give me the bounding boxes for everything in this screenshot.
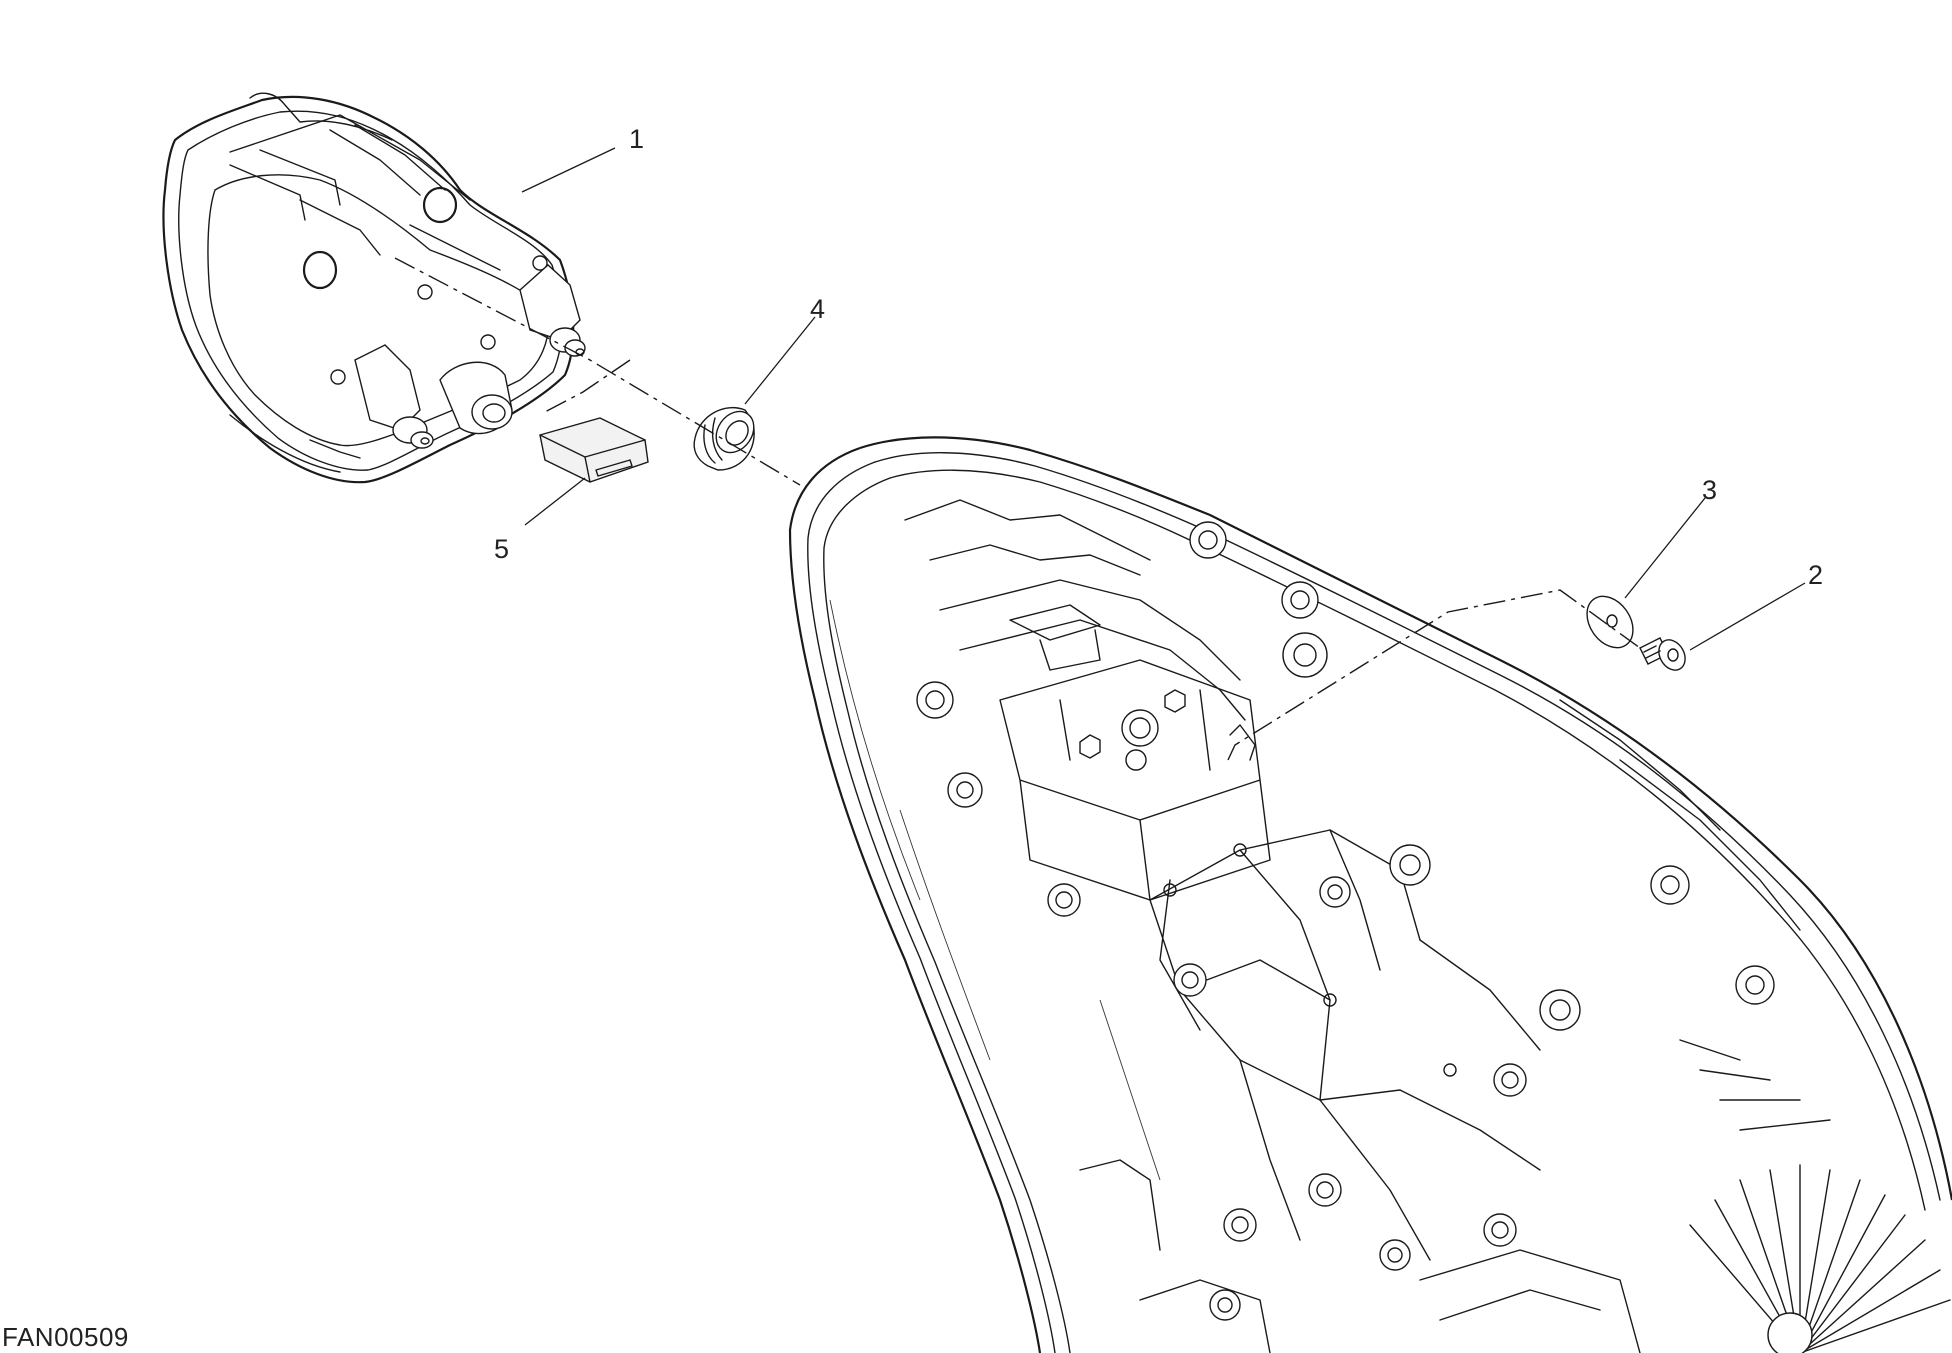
- callout-leaders: [521, 147, 1806, 651]
- frame-bosses: [916, 521, 1775, 1321]
- part-4-grommet: [693, 406, 755, 471]
- callout-4: 4: [810, 294, 826, 324]
- callout-2: 2: [1808, 560, 1824, 590]
- callout-1: 1: [629, 124, 645, 154]
- part-3-washer: [1586, 595, 1634, 649]
- assembly-axis-lines: [394, 257, 1641, 761]
- callout-3: 3: [1702, 475, 1718, 505]
- part-2-screw: [1639, 637, 1686, 671]
- fan-ribs: [1689, 1164, 1951, 1353]
- part-5-rubber-pad: [539, 417, 649, 483]
- callout-5: 5: [494, 534, 510, 564]
- figure-code: FAN00509: [2, 1322, 129, 1352]
- part-1-tail-light: [162, 92, 586, 484]
- seat-underside-frame: [788, 436, 1952, 1353]
